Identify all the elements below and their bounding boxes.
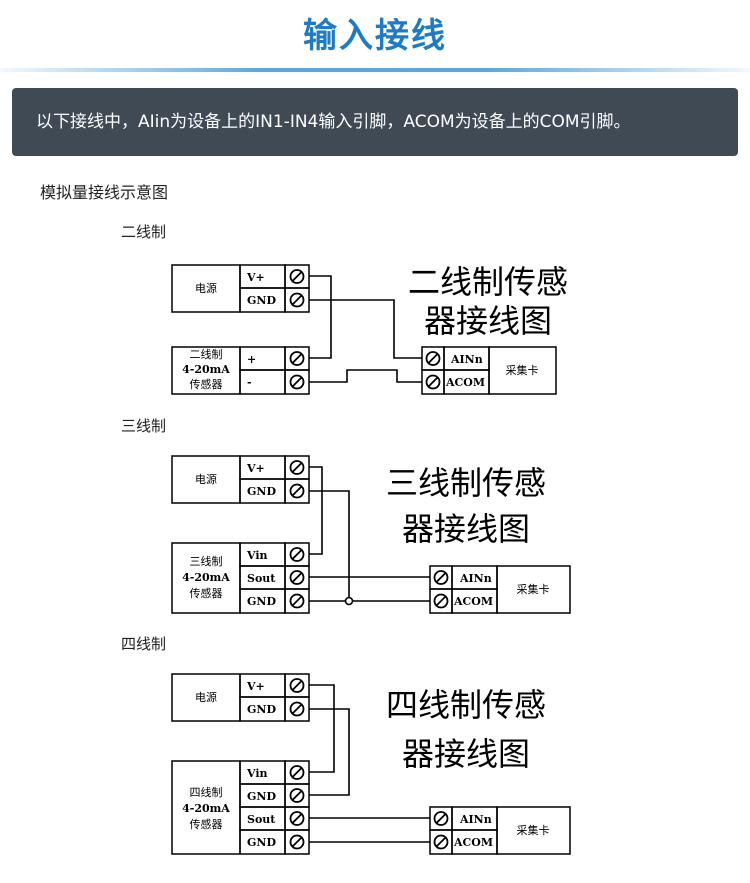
two-wire-card-pin-ain: AINn [450, 353, 483, 366]
three-wire-power-pin-gnd: GND [247, 485, 276, 498]
three-wire-card-block: AINn ACOM 采集卡 [429, 565, 571, 614]
terminal-screw-icon [289, 483, 305, 499]
two-wire-caption: 二线制 [121, 223, 167, 241]
terminal-screw-icon [425, 374, 441, 390]
two-wire-power-pin-vplus: V+ [246, 271, 265, 284]
terminal-screw-icon [289, 351, 305, 366]
terminal-screw-icon [289, 593, 305, 609]
two-wire-sensor-pin-minus: - [247, 376, 252, 389]
terminal-screw-icon [289, 765, 305, 780]
three-wire-sensor-pin-sout: Sout [247, 572, 276, 585]
four-wire-diagram-title-line1: 四线制传感 [386, 686, 546, 724]
page-title: 输入接线 [303, 16, 447, 56]
two-wire-card-name: 采集卡 [506, 363, 539, 377]
terminal-screw-icon [289, 460, 305, 475]
three-wire-diagram-title-line1: 三线制传感 [386, 464, 546, 502]
three-wire-power-name: 电源 [195, 472, 217, 486]
three-wire-power-pin-vplus: V+ [246, 462, 265, 475]
four-wire-diagram-title-line2: 器接线图 [402, 735, 530, 773]
terminal-screw-icon [289, 811, 305, 826]
terminal-screw-icon [433, 570, 449, 585]
four-wire-sensor-range: 4-20mA [182, 802, 230, 815]
two-wire-sensor-type: 传感器 [190, 378, 223, 391]
three-wire-card-pin-acom: ACOM [453, 595, 493, 608]
four-wire-sensor-pin-gnd2: GND [247, 836, 276, 849]
terminal-screw-icon [433, 834, 449, 850]
four-wire-power-name: 电源 [195, 690, 217, 704]
three-wire-wiring [309, 466, 430, 602]
three-wire-sensor-range: 4-20mA [182, 571, 230, 584]
four-wire-card-pin-acom: ACOM [453, 836, 493, 849]
four-wire-sensor-pin-sout: Sout [247, 813, 276, 826]
two-wire-wiring [309, 275, 422, 383]
terminal-screw-icon [289, 547, 305, 562]
info-banner-text: 以下接线中，AIin为设备上的IN1-IN4输入引脚，ACOM为设备上的COM引… [36, 112, 631, 132]
four-wire-card-name: 采集卡 [517, 823, 550, 837]
three-wire-sensor-pin-vin: Vin [246, 549, 268, 562]
three-wire-card-pin-ain: AINn [459, 572, 492, 585]
terminal-screw-icon [425, 351, 441, 366]
two-wire-power-block: 电源 V+ GND [171, 264, 310, 313]
four-wire-card-block: AINn ACOM 采集卡 [429, 806, 571, 855]
two-wire-diagram-title-line2: 器接线图 [424, 302, 552, 340]
three-wire-diagram: 电源 V+ GND 三线制 4-20mA 传感器 Vin Sout GND AI… [171, 455, 571, 614]
two-wire-card-pin-acom: ACOM [445, 376, 485, 389]
four-wire-wiring [309, 684, 430, 843]
wire-junction-icon [344, 596, 354, 606]
four-wire-sensor-name: 四线制 [190, 785, 223, 799]
four-wire-sensor-pin-gnd: GND [247, 790, 276, 803]
four-wire-power-block: 电源 V+ GND [171, 673, 310, 722]
four-wire-diagram: 电源 V+ GND 四线制 4-20mA 传感器 Vin GND Sout GN… [171, 673, 571, 855]
two-wire-power-pin-gnd: GND [247, 294, 276, 307]
three-wire-sensor-pin-gnd: GND [247, 595, 276, 608]
three-wire-diagram-title-line2: 器接线图 [402, 510, 530, 548]
terminal-screw-icon [289, 374, 305, 390]
three-wire-sensor-type: 传感器 [190, 587, 223, 600]
terminal-screw-icon [433, 811, 449, 826]
three-wire-caption: 三线制 [121, 417, 167, 435]
terminal-screw-icon [433, 593, 449, 609]
two-wire-sensor-block: 二线制 4-20mA 传感器 + - [171, 346, 310, 395]
four-wire-sensor-type: 传感器 [190, 818, 223, 831]
section-title: 模拟量接线示意图 [40, 183, 169, 202]
terminal-screw-icon [289, 269, 305, 284]
two-wire-power-name: 电源 [195, 281, 217, 295]
four-wire-sensor-block: 四线制 4-20mA 传感器 Vin GND Sout GND [171, 760, 310, 855]
two-wire-card-block: AINn ACOM 采集卡 [421, 346, 557, 395]
terminal-screw-icon [289, 292, 305, 308]
two-wire-sensor-name: 二线制 [190, 347, 223, 361]
three-wire-sensor-block: 三线制 4-20mA 传感器 Vin Sout GND [171, 542, 310, 614]
two-wire-sensor-range: 4-20mA [182, 363, 230, 376]
four-wire-card-pin-ain: AINn [459, 813, 492, 826]
three-wire-power-block: 电源 V+ GND [171, 455, 310, 504]
four-wire-caption: 四线制 [121, 635, 167, 653]
three-wire-sensor-name: 三线制 [190, 554, 223, 568]
four-wire-sensor-pin-vin: Vin [246, 767, 268, 780]
terminal-screw-icon [289, 788, 305, 803]
four-wire-power-pin-gnd: GND [247, 703, 276, 716]
terminal-screw-icon [289, 834, 305, 850]
terminal-screw-icon [289, 570, 305, 585]
two-wire-diagram: 电源 V+ GND 二线制 4-20mA 传感器 + - AINn ACOM 采… [171, 263, 568, 395]
two-wire-diagram-title-line1: 二线制传感 [408, 263, 568, 301]
three-wire-card-name: 采集卡 [517, 582, 550, 596]
info-banner: 以下接线中，AIin为设备上的IN1-IN4输入引脚，ACOM为设备上的COM引… [12, 88, 738, 156]
terminal-screw-icon [289, 678, 305, 693]
terminal-screw-icon [289, 701, 305, 717]
title-divider [0, 68, 750, 72]
two-wire-sensor-pin-plus: + [247, 353, 256, 366]
four-wire-power-pin-vplus: V+ [246, 680, 265, 693]
